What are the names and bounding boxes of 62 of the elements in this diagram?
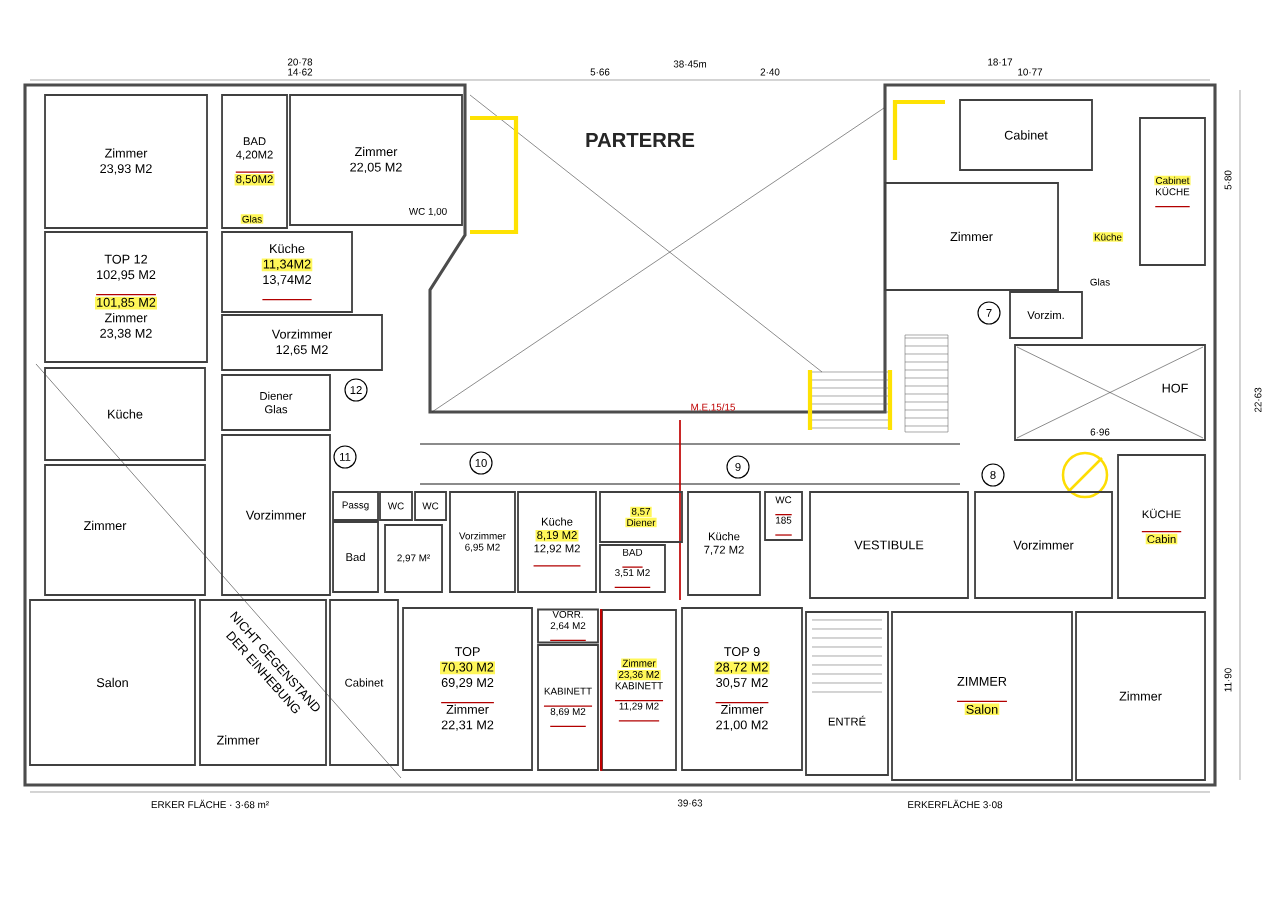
dimension-text: Glas bbox=[240, 214, 264, 224]
room: Bad bbox=[332, 521, 379, 593]
room: TOP 70,30 M2 69,29 M2 Zimmer 22,31 M2 bbox=[402, 607, 533, 771]
room: Diener Glas bbox=[221, 374, 331, 431]
room: Zimmer bbox=[884, 182, 1059, 291]
room: Cabinet bbox=[329, 599, 399, 766]
dimension-text: 18·17 bbox=[988, 58, 1013, 66]
room: Zimmer 23,36 M2 KABINETT 11,29 M2 bbox=[599, 609, 677, 771]
room: Zimmer bbox=[44, 464, 206, 596]
room: Vorzimmer 6,95 M2 bbox=[449, 491, 516, 593]
dimension-text: 2·40 bbox=[760, 68, 780, 76]
plan-title: PARTERRE bbox=[586, 133, 695, 147]
room: Vorzimmer 12,65 M2 bbox=[221, 314, 383, 371]
dimension-text: Glas bbox=[1090, 278, 1110, 286]
dimension-text: 22·63 bbox=[1254, 387, 1262, 413]
room: Küche 11,34M2 13,74M2 bbox=[221, 231, 353, 313]
room: 2,97 M² bbox=[384, 524, 443, 593]
room: TOP 9 28,72 M2 30,57 M2 Zimmer 21,00 M2 bbox=[681, 607, 803, 771]
dimension-text: 39·63 bbox=[677, 799, 703, 807]
room: KÜCHE Cabin bbox=[1117, 454, 1206, 599]
dimension-text: Küche bbox=[1092, 232, 1124, 242]
dimension-text: ERKERFLÄCHE 3·08 bbox=[908, 799, 1003, 809]
callout-number: 8 bbox=[981, 463, 1005, 487]
room: Zimmer 23,93 M2 bbox=[44, 94, 208, 229]
room: VORR. 2,64 M2 bbox=[537, 608, 599, 644]
dimension-text: ERKER FLÄCHE · 3·68 m² bbox=[151, 799, 269, 809]
room: VESTIBULE bbox=[809, 491, 969, 599]
room: Vorzim. bbox=[1009, 291, 1083, 339]
callout-number: 10 bbox=[469, 451, 493, 475]
dimension-text: 5·80 bbox=[1224, 170, 1232, 190]
room: Cabinet KÜCHE bbox=[1139, 117, 1206, 266]
room: Zimmer bbox=[1075, 611, 1206, 781]
room: WC bbox=[414, 491, 447, 521]
dimension-text: 10·77 bbox=[1018, 68, 1043, 76]
dimension-text: M.E.15/15 bbox=[691, 403, 735, 411]
room: Küche 8,19 M2 12,92 M2 bbox=[517, 491, 597, 593]
room: 8,57 Diener bbox=[599, 491, 683, 543]
dimension-text: 38·45m bbox=[673, 60, 706, 68]
dimension-text: 11·90 bbox=[1224, 668, 1232, 692]
callout-number: 11 bbox=[333, 445, 357, 469]
dimension-text: 20·78 bbox=[287, 58, 313, 66]
dimension-text: WC 1,00 bbox=[408, 207, 447, 217]
dimension-text: 14·62 bbox=[288, 68, 313, 76]
callout-number: 12 bbox=[344, 378, 368, 402]
room: TOP 12 102,95 M2 101,85 M2 Zimmer 23,38 M2 bbox=[44, 231, 208, 363]
room: ENTRÉ bbox=[805, 611, 889, 776]
room: KABINETT 8,69 M2 bbox=[537, 644, 599, 771]
room: WC bbox=[379, 491, 413, 521]
room: Vorzimmer bbox=[974, 491, 1113, 599]
room: Vorzimmer bbox=[221, 434, 331, 596]
room: BAD 3,51 M2 bbox=[599, 544, 666, 593]
room: Cabinet bbox=[959, 99, 1093, 171]
dimension-text: 5·66 bbox=[590, 68, 610, 76]
room: Küche 7,72 M2 bbox=[687, 491, 761, 596]
room: Küche bbox=[44, 367, 206, 461]
room: Passg bbox=[332, 491, 379, 521]
dimension-text: 6·96 bbox=[1090, 428, 1110, 436]
callout-number: 9 bbox=[726, 455, 750, 479]
callout-number: 7 bbox=[977, 301, 1001, 325]
room: ZIMMER Salon bbox=[891, 611, 1073, 781]
room: WC 185 bbox=[764, 491, 803, 541]
room: Salon bbox=[29, 599, 196, 766]
